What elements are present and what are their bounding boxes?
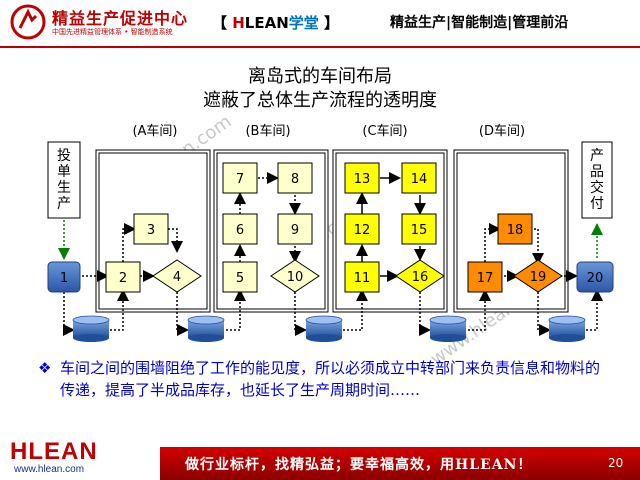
node-label-3: 3 bbox=[147, 223, 155, 238]
bullet-paragraph: ❖ 车间之间的围墙阻绝了工作的能见度，所以必须成立中转部门来负责信息和物料的传递… bbox=[38, 357, 608, 401]
output-label-2: 品 bbox=[590, 164, 604, 180]
footer-url: www.hlean.com bbox=[14, 464, 85, 475]
process-node-3 bbox=[133, 213, 169, 245]
input-box bbox=[47, 141, 81, 219]
node-label-4: 4 bbox=[173, 270, 181, 285]
node-label-1: 1 bbox=[60, 271, 68, 286]
input-label-4: 产 bbox=[57, 196, 71, 212]
node-label-11: 11 bbox=[354, 271, 371, 286]
workshop-d-label: (D车间) bbox=[479, 123, 525, 139]
process-node-7 bbox=[222, 162, 258, 194]
node-label-14: 14 bbox=[411, 172, 428, 187]
process-node-18 bbox=[497, 213, 533, 245]
process-node-20 bbox=[576, 261, 614, 293]
process-node-15 bbox=[401, 213, 437, 245]
process-node-19 bbox=[513, 259, 563, 293]
bracket-close: 】 bbox=[318, 14, 340, 32]
process-node-6 bbox=[222, 213, 258, 245]
process-node-8 bbox=[277, 162, 313, 194]
slide-title-line1: 离岛式的车间布局 bbox=[248, 66, 392, 87]
bullet-text: 车间之间的围墙阻绝了工作的能见度，所以必须成立中转部门来负责信息和物料的传递，提… bbox=[60, 359, 601, 399]
inventory-cylinder-icon bbox=[548, 315, 586, 342]
footer-logo: HLEAN bbox=[10, 438, 98, 465]
node-label-10: 10 bbox=[287, 270, 304, 285]
process-node-13 bbox=[344, 162, 380, 194]
workshop-c-label: (C车间) bbox=[362, 123, 407, 139]
node-label-8: 8 bbox=[291, 172, 299, 187]
inventory-cylinder-icon bbox=[187, 315, 225, 342]
process-node-4 bbox=[152, 259, 202, 293]
bullet-diamond-icon: ❖ bbox=[38, 359, 52, 377]
study-text: 学堂 bbox=[288, 14, 319, 32]
slide-title-line2: 遮蔽了总体生产流程的透明度 bbox=[203, 90, 437, 111]
footer-bar bbox=[160, 447, 640, 480]
node-label-6: 6 bbox=[236, 223, 244, 238]
lean-text: LEAN bbox=[244, 14, 289, 32]
input-label-1: 投 bbox=[57, 148, 71, 164]
process-node-10 bbox=[270, 259, 320, 293]
flow-arrows bbox=[63, 172, 603, 336]
inventory-cylinder-icon bbox=[72, 315, 110, 342]
header-tagline: 精益生产|智能制造|管理前沿 bbox=[390, 15, 569, 31]
process-node-17 bbox=[467, 261, 503, 293]
hlean-study-label: 【 HLEAN学堂 】 bbox=[212, 12, 339, 33]
output-label-3: 交 bbox=[590, 179, 604, 196]
inventory-cylinder-icon bbox=[429, 315, 467, 342]
brand-logo-icon bbox=[10, 4, 46, 40]
node-label-12: 12 bbox=[354, 223, 371, 238]
bracket-open: 【 bbox=[212, 14, 233, 32]
header-divider bbox=[0, 46, 640, 48]
node-label-15: 15 bbox=[411, 223, 428, 238]
output-label-1: 产 bbox=[590, 148, 604, 164]
brand-name: 精益生产促进中心 bbox=[52, 9, 189, 28]
brand-tagline: 中国先进精益管理体系 • 智能制造系统 bbox=[52, 28, 173, 36]
node-label-7: 7 bbox=[236, 172, 244, 187]
lean-h: H bbox=[232, 14, 245, 32]
process-node-1 bbox=[47, 261, 81, 293]
input-label-3: 生 bbox=[57, 180, 71, 196]
input-label-2: 单 bbox=[57, 164, 71, 180]
node-label-9: 9 bbox=[291, 223, 299, 238]
output-label-4: 付 bbox=[590, 196, 604, 212]
node-label-5: 5 bbox=[236, 271, 244, 286]
node-label-16: 16 bbox=[412, 270, 429, 285]
process-node-12 bbox=[344, 213, 380, 245]
inventory-cylinder-icon bbox=[305, 315, 343, 342]
process-node-11 bbox=[344, 261, 380, 293]
output-box bbox=[581, 141, 613, 219]
node-label-13: 13 bbox=[354, 172, 371, 187]
header: 精益生产促进中心 中国先进精益管理体系 • 智能制造系统 【 HLEAN学堂 】… bbox=[0, 0, 640, 50]
input-output-arrows bbox=[58, 220, 603, 260]
workshop-c-arrows bbox=[356, 172, 426, 282]
node-label-20: 20 bbox=[587, 271, 604, 286]
node-label-18: 18 bbox=[507, 223, 524, 238]
node-label-2: 2 bbox=[119, 271, 127, 286]
process-node-5 bbox=[222, 261, 258, 293]
workshop-a-label: (A车间) bbox=[132, 123, 177, 139]
process-node-9 bbox=[277, 213, 313, 245]
node-label-17: 17 bbox=[477, 271, 494, 286]
inventory-cylinders bbox=[72, 315, 586, 342]
workshop-b-label: (B车间) bbox=[245, 123, 290, 139]
page-number: 20 bbox=[608, 456, 624, 470]
process-node-14 bbox=[401, 162, 437, 194]
process-node-2 bbox=[105, 261, 141, 293]
footer-slogan: 做行业标杆，找精弘益；要幸福高效，用HLEAN！ bbox=[185, 457, 533, 473]
process-node-16 bbox=[395, 259, 445, 293]
node-label-19: 19 bbox=[530, 270, 547, 285]
